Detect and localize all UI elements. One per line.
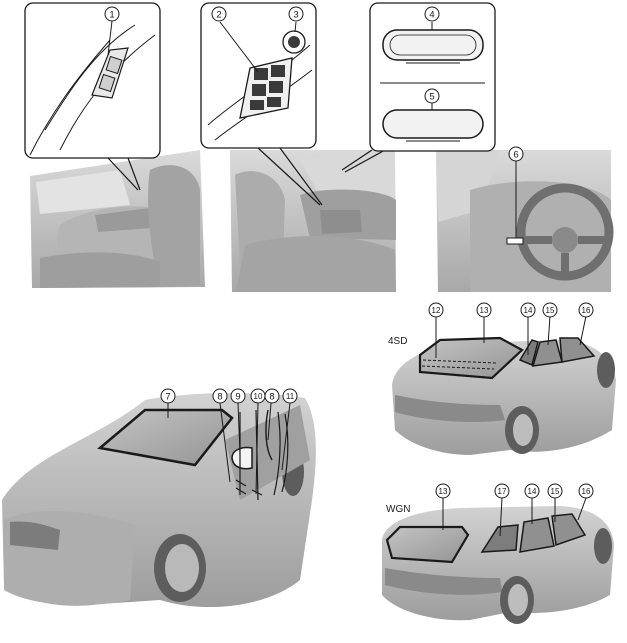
callout-13: 13 [476,302,492,318]
svg-text:5: 5 [429,92,434,103]
rear-quarter-glass [480,524,519,553]
svg-text:17: 17 [498,487,507,496]
rear-seat-interior-view [30,150,205,288]
callout-8: 8 [212,388,228,404]
wagon-variant-label: WGN [386,504,410,515]
callout-14-wagon: 14 [524,483,540,499]
svg-text:3: 3 [293,10,298,21]
rear-door-glass [531,339,563,367]
callout-7: 7 [160,388,176,404]
sedan-car-icon [392,336,616,455]
svg-text:15: 15 [551,487,560,496]
callout-16-wagon: 16 [578,483,594,499]
callout-1: 1 [104,6,120,22]
svg-text:4: 4 [429,10,434,21]
svg-text:11: 11 [286,392,295,401]
callout-15: 15 [542,302,558,318]
rear-window-switch-detail [24,2,161,159]
svg-text:8: 8 [269,392,274,403]
callout-2: 2 [211,6,227,22]
svg-text:14: 14 [524,306,533,315]
liftgate-glass [385,525,470,564]
svg-text:WGN: WGN [386,504,410,515]
front-sedan-car-illustration [2,392,316,608]
defogger-grid [421,359,497,370]
svg-text:2: 2 [216,10,221,21]
callout-17: 17 [494,483,510,499]
svg-text:13: 13 [480,306,489,315]
front-door-glass [559,337,596,363]
rear-window-glass [418,336,524,380]
window-switch-icon [91,47,129,99]
callout-13-wagon: 13 [435,483,451,499]
svg-text:1: 1 [109,10,114,21]
callout-5: 5 [424,88,440,104]
svg-text:12: 12 [432,306,441,315]
rearview-mirror-detail [369,2,496,152]
windshield-glass [97,408,234,467]
svg-text:16: 16 [582,306,591,315]
driver-dashboard-view [436,150,614,292]
steering-wheel-icon [516,183,614,281]
callout-8-second: 8 [264,388,280,404]
leader-lines [167,315,587,537]
callout-12: 12 [428,302,444,318]
svg-text:8: 8 [217,392,222,403]
power-window-master-switch-icon [239,57,293,119]
callout-10: 10 [250,388,266,404]
front-door-glass [551,513,587,547]
svg-text:6: 6 [513,150,518,161]
callout-4: 4 [424,6,440,22]
rearview-mirror-icon [382,29,484,64]
front-cabin-interior-view [230,150,396,292]
callout-15-wagon: 15 [547,483,563,499]
svg-text:4SD: 4SD [388,336,407,347]
rearview-mirror-icon [382,109,484,142]
camera-lens-icon [282,30,306,54]
svg-text:7: 7 [165,392,170,403]
callout-16: 16 [578,302,594,318]
svg-text:13: 13 [439,487,448,496]
callout-6: 6 [508,146,524,162]
dashboard-glass-marker [506,237,524,245]
front-door-glass-assembly [231,409,289,501]
callout-11: 11 [282,388,298,404]
svg-text:10: 10 [254,392,263,401]
svg-text:15: 15 [546,306,555,315]
rear-door-glass [519,517,555,553]
sedan-variant-label: 4SD [388,336,407,347]
callout-9: 9 [230,388,246,404]
svg-text:9: 9 [235,392,240,403]
svg-text:14: 14 [528,487,537,496]
svg-text:16: 16 [582,487,591,496]
callout-3: 3 [288,6,304,22]
callout-14: 14 [520,302,536,318]
wagon-car-icon [382,506,614,624]
front-door-switch-detail [200,2,317,149]
